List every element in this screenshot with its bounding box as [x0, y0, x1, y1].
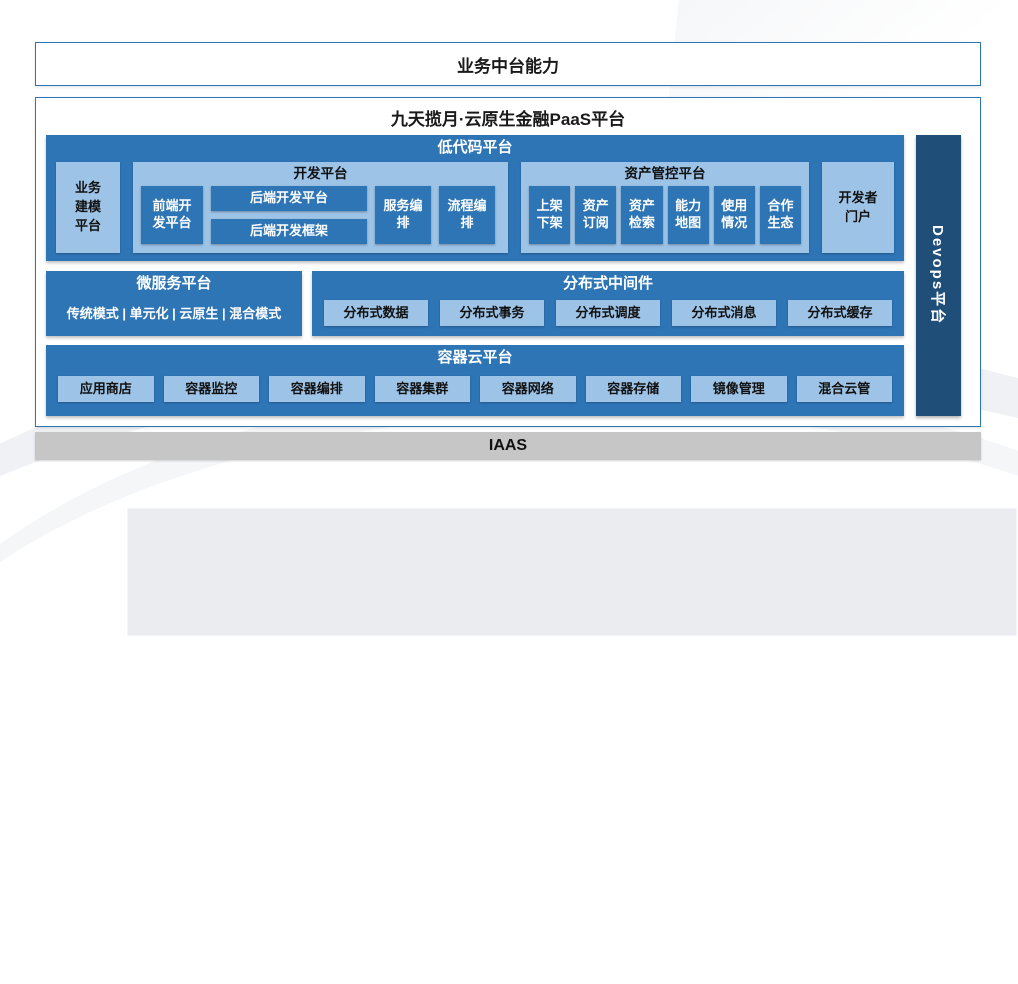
microservice-platform-section: 微服务平台 传统模式 | 单元化 | 云原生 | 混合模式	[46, 271, 302, 336]
business-modeling-box: 业务建模平台	[56, 162, 120, 253]
architecture-diagram: 业务中台能力 九天揽月·云原生金融PaaS平台 低代码平台 业务建模平台 开发平…	[0, 0, 1018, 460]
asset-control-grid: 上架下架 资产订阅 资产检索 能力地图 使用情况 合作生态	[529, 185, 802, 244]
distributed-middleware-section: 分布式中间件 分布式数据 分布式事务 分布式调度 分布式消息 分布式缓存	[312, 271, 904, 336]
lowcode-platform-body: 业务建模平台 开发平台 前端开发平台 后端开发平台 后端开发框架 服务编排 流程…	[56, 162, 894, 253]
container-item-box: 容器编排	[269, 376, 365, 402]
lowcode-platform-title: 低代码平台	[437, 139, 513, 156]
asset-item-box: 上架下架	[529, 185, 571, 244]
container-item-box: 混合云管	[796, 376, 892, 402]
middleware-item-box: 分布式消息	[672, 300, 776, 326]
container-item-box: 镜像管理	[691, 376, 787, 402]
asset-item-box: 资产检索	[621, 185, 663, 244]
frontend-dev-platform-box: 前端开发平台	[141, 185, 203, 244]
backend-dev-stack: 后端开发平台 后端开发框架	[211, 185, 367, 244]
container-item-box: 容器存储	[585, 376, 681, 402]
middleware-item-box: 分布式数据	[324, 300, 428, 326]
asset-control-panel: 资产管控平台 上架下架 资产订阅 资产检索 能力地图 使用情况 合作生态	[521, 162, 809, 253]
container-item-box: 容器集群	[374, 376, 470, 402]
process-orchestration-box: 流程编排	[439, 185, 495, 244]
asset-item-box: 能力地图	[667, 185, 709, 244]
iaas-bar: IAAS	[35, 432, 981, 460]
middle-row: 微服务平台 传统模式 | 单元化 | 云原生 | 混合模式 分布式中间件 分布式…	[46, 271, 904, 336]
background-decoration	[0, 382, 1018, 984]
container-item-box: 应用商店	[58, 376, 154, 402]
iaas-label: IAAS	[488, 437, 528, 454]
dev-platform-panel: 开发平台 前端开发平台 后端开发平台 后端开发框架 服务编排 流程编排	[133, 162, 508, 253]
devops-platform-label: Devops平台	[929, 225, 946, 326]
developer-portal-box: 开发者门户	[822, 162, 894, 253]
distributed-middleware-title: 分布式中间件	[562, 275, 653, 292]
container-cloud-grid: 应用商店 容器监控 容器编排 容器集群 容器网络 容器存储 镜像管理 混合云管	[58, 376, 892, 402]
backend-dev-platform-box: 后端开发平台	[211, 185, 367, 211]
container-cloud-section: 容器云平台 应用商店 容器监控 容器编排 容器集群 容器网络 容器存储 镜像管理…	[46, 345, 904, 416]
container-item-box: 容器监控	[163, 376, 259, 402]
service-orchestration-box: 服务编排	[375, 185, 431, 244]
middleware-grid: 分布式数据 分布式事务 分布式调度 分布式消息 分布式缓存	[324, 300, 892, 326]
business-midplatform-banner: 业务中台能力	[35, 42, 981, 86]
asset-control-title: 资产管控平台	[624, 166, 706, 181]
backend-dev-framework-box: 后端开发框架	[211, 218, 367, 244]
microservice-platform-title: 微服务平台	[136, 275, 212, 292]
middleware-item-box: 分布式事务	[440, 300, 544, 326]
business-midplatform-label: 业务中台能力	[457, 56, 559, 76]
container-item-box: 容器网络	[480, 376, 576, 402]
dev-platform-grid: 前端开发平台 后端开发平台 后端开发框架 服务编排 流程编排	[141, 185, 500, 244]
microservice-modes: 传统模式 | 单元化 | 云原生 | 混合模式	[66, 306, 282, 321]
asset-item-box: 资产订阅	[575, 185, 617, 244]
asset-item-box: 合作生态	[759, 185, 802, 244]
middleware-item-box: 分布式缓存	[788, 300, 892, 326]
container-cloud-title: 容器云平台	[437, 349, 513, 366]
devops-platform-bar: Devops平台	[916, 135, 961, 416]
lowcode-platform-section: 低代码平台 业务建模平台 开发平台 前端开发平台 后端开发平台 后端开发框架 服…	[46, 135, 904, 261]
asset-item-box: 使用情况	[713, 185, 755, 244]
paas-platform-frame: 九天揽月·云原生金融PaaS平台 低代码平台 业务建模平台 开发平台 前端开发平…	[35, 97, 981, 427]
platform-title: 九天揽月·云原生金融PaaS平台	[390, 110, 626, 129]
middleware-item-box: 分布式调度	[556, 300, 660, 326]
dev-platform-title: 开发平台	[293, 166, 348, 181]
